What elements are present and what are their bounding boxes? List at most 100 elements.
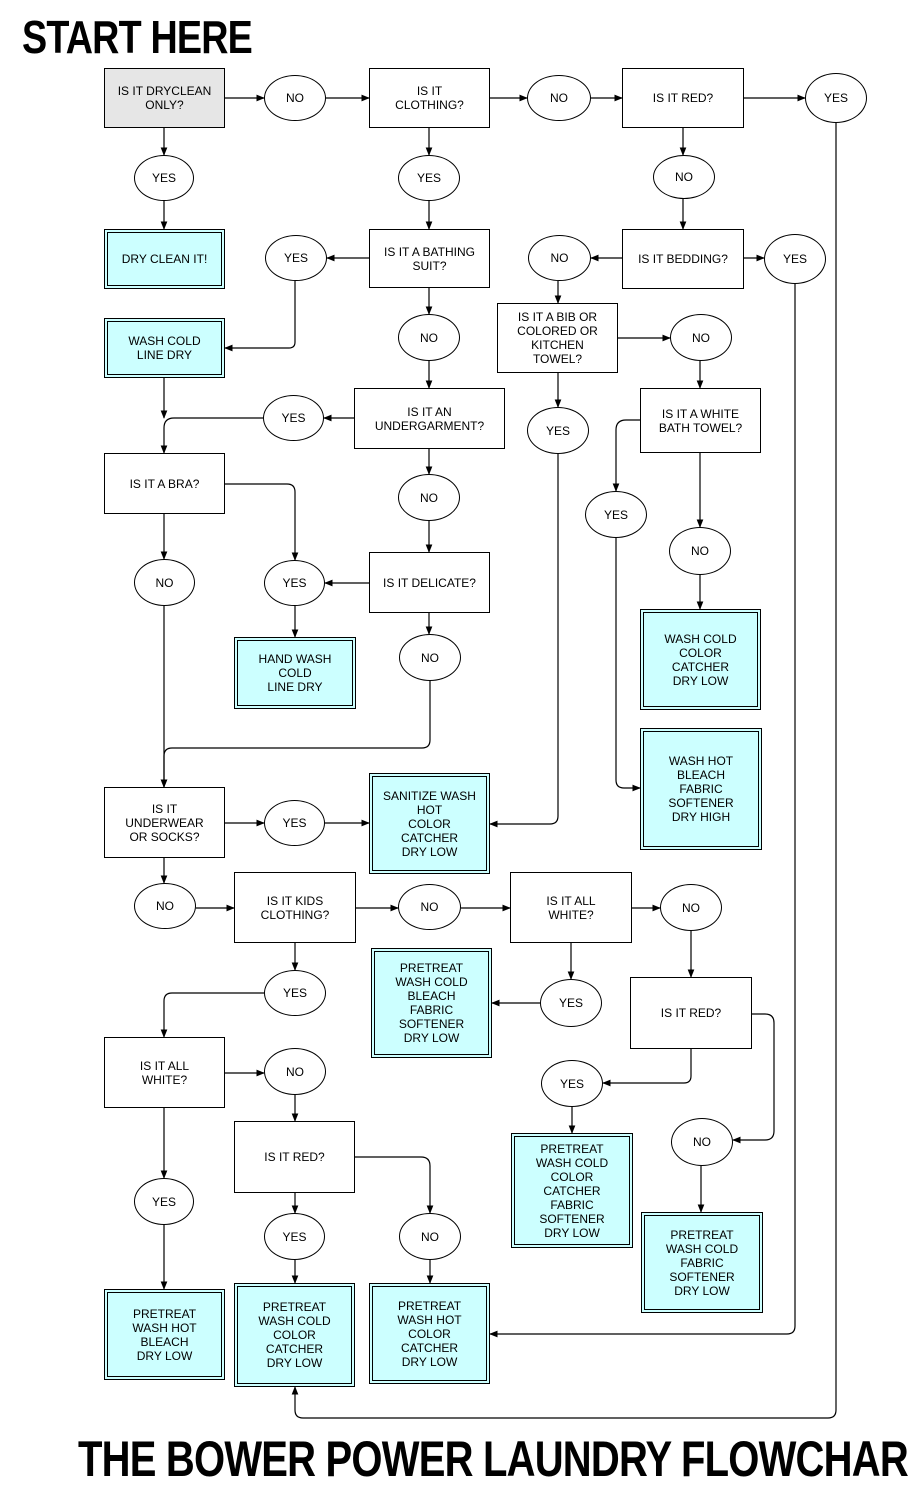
answer-no: NO <box>653 155 715 199</box>
edge <box>732 1013 775 1144</box>
edge <box>602 1049 692 1087</box>
answer-yes: YES <box>264 800 325 846</box>
node-label: IS IT A BATHING SUIT? <box>384 244 475 273</box>
result-wash-cold-line-dry: WASH COLD LINE DRY <box>104 318 225 378</box>
answer-no: NO <box>398 314 460 361</box>
edge <box>489 454 559 828</box>
result-sanitize-wash: SANITIZE WASH HOT COLOR CATCHER DRY LOW <box>369 773 490 874</box>
edge <box>291 123 837 1419</box>
answer-no: NO <box>670 314 732 361</box>
answer-yes: YES <box>540 979 602 1027</box>
edge <box>225 483 299 561</box>
answer-yes: YES <box>527 407 589 454</box>
answer-label: YES <box>782 252 807 266</box>
answer-yes: YES <box>805 73 867 123</box>
answer-no: NO <box>264 1048 326 1095</box>
question-delicate: IS IT DELICATE? <box>369 552 490 613</box>
node-label: SANITIZE WASH HOT COLOR CATCHER DRY LOW <box>383 788 476 859</box>
answer-label: YES <box>823 91 848 105</box>
answer-label: NO <box>550 251 569 265</box>
answer-no: NO <box>398 884 461 930</box>
node-label: IS IT UNDERWEAR OR SOCKS? <box>125 801 204 844</box>
start-here-heading: START HERE <box>22 11 253 63</box>
answer-yes: YES <box>585 491 647 538</box>
answer-yes: YES <box>134 1178 194 1225</box>
question-bib-towel: IS IT A BIB OR COLORED OR KITCHEN TOWEL? <box>497 303 618 373</box>
answer-label: YES <box>282 1229 307 1244</box>
answer-label: NO <box>286 1064 304 1079</box>
node-label: PRETREAT WASH HOT COLOR CATCHER DRY LOW <box>397 1298 462 1369</box>
answer-yes: YES <box>398 155 460 201</box>
answer-label: YES <box>282 816 307 830</box>
node-label: PRETREAT WASH COLD BLEACH FABRIC SOFTENE… <box>395 961 468 1045</box>
question-red-top: IS IT RED? <box>622 68 744 128</box>
result-wash-cold-color-catcher: WASH COLD COLOR CATCHER DRY LOW <box>640 609 761 710</box>
edge <box>224 281 296 352</box>
question-bathing-suit: IS IT A BATHING SUIT? <box>369 229 490 288</box>
question-bra: IS IT A BRA? <box>104 453 225 514</box>
answer-yes: YES <box>263 395 324 441</box>
question-kids-clothing: IS IT KIDS CLOTHING? <box>234 872 356 943</box>
answer-label: NO <box>675 170 693 184</box>
question-red-low: IS IT RED? <box>234 1121 355 1193</box>
answer-yes: YES <box>265 235 327 281</box>
result-pretreat-hot-catcher: PRETREAT WASH HOT COLOR CATCHER DRY LOW <box>369 1283 490 1384</box>
answer-label: YES <box>283 251 308 265</box>
flowchart-title: THE BOWER POWER LAUNDRY FLOWCHART <box>78 1431 908 1487</box>
node-label: WASH COLD LINE DRY <box>128 334 201 362</box>
edge <box>612 419 640 492</box>
answer-no: NO <box>528 235 591 281</box>
node-label: IS IT BEDDING? <box>638 252 728 266</box>
edge <box>160 992 264 1038</box>
edge <box>355 1156 434 1214</box>
answer-label: YES <box>559 1076 584 1091</box>
answer-label: YES <box>558 996 583 1010</box>
node-label: WASH HOT BLEACH FABRIC SOFTENER DRY HIGH <box>668 754 734 824</box>
answer-label: NO <box>286 91 304 105</box>
answer-label: NO <box>421 650 439 665</box>
answer-yes: YES <box>264 1213 325 1260</box>
answer-label: NO <box>691 544 709 558</box>
result-hand-wash: HAND WASH COLD LINE DRY <box>234 637 356 709</box>
answer-yes: YES <box>264 560 325 606</box>
node-label: IS IT AN UNDERGARMENT? <box>374 404 485 433</box>
node-label: IS IT A WHITE BATH TOWEL? <box>658 406 743 435</box>
answer-label: YES <box>151 171 176 185</box>
node-label: PRETREAT WASH COLD FABRIC SOFTENER DRY L… <box>665 1227 739 1298</box>
node-label: IS IT ALL WHITE? <box>546 893 596 922</box>
answer-label: NO <box>420 900 439 914</box>
answer-no: NO <box>134 559 195 606</box>
node-label: IS IT A BRA? <box>129 476 200 491</box>
answer-yes: YES <box>134 155 194 201</box>
answer-no: NO <box>134 883 196 929</box>
answer-label: NO <box>420 490 438 505</box>
answer-label: NO <box>155 575 174 590</box>
answer-yes: YES <box>541 1060 603 1107</box>
question-underwear-socks: IS IT UNDERWEAR OR SOCKS? <box>104 787 225 858</box>
question-all-white-low: IS IT ALL WHITE? <box>104 1037 225 1108</box>
answer-no: NO <box>660 884 722 931</box>
result-pretreat-hot-bleach: PRETREAT WASH HOT BLEACH DRY LOW <box>104 1289 225 1380</box>
answer-yes: YES <box>764 234 826 284</box>
result-wash-hot-bleach: WASH HOT BLEACH FABRIC SOFTENER DRY HIGH <box>640 728 762 850</box>
answer-label: NO <box>420 330 438 345</box>
result-pretreat-cold-catcher: PRETREAT WASH COLD COLOR CATCHER DRY LOW <box>234 1283 355 1387</box>
question-red-mid: IS IT RED? <box>630 977 752 1049</box>
node-label: IS IT ALL WHITE? <box>139 1058 190 1087</box>
node-label: IS IT DELICATE? <box>383 575 476 590</box>
question-clothing: IS IT CLOTHING? <box>369 68 490 128</box>
node-label: PRETREAT WASH COLD COLOR CATCHER DRY LOW <box>258 1300 331 1370</box>
node-label: PRETREAT WASH HOT BLEACH DRY LOW <box>132 1306 197 1363</box>
node-label: IS IT CLOTHING? <box>395 84 464 112</box>
answer-label: NO <box>692 330 710 345</box>
answer-yes: YES <box>264 970 326 1016</box>
answer-label: NO <box>682 900 700 915</box>
answer-label: NO <box>693 1135 711 1149</box>
answer-label: YES <box>281 411 306 425</box>
node-label: HAND WASH COLD LINE DRY <box>258 652 332 694</box>
node-label: IS IT RED? <box>660 1006 722 1020</box>
result-pretreat-catcher-softener: PRETREAT WASH COLD COLOR CATCHER FABRIC … <box>511 1133 633 1248</box>
question-white-bath-towel: IS IT A WHITE BATH TOWEL? <box>640 388 761 453</box>
answer-label: NO <box>550 91 568 105</box>
question-undergarment: IS IT AN UNDERGARMENT? <box>354 388 505 449</box>
